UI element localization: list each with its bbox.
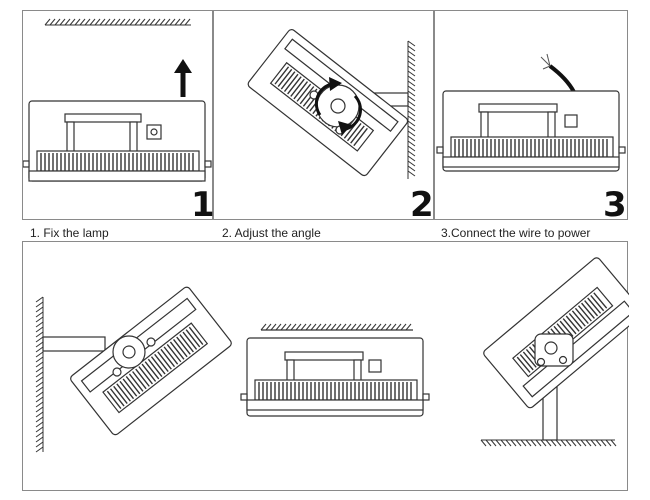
step-1-caption: 1. Fix the lamp (30, 226, 109, 240)
step-2-caption: 2. Adjust the angle (222, 226, 321, 240)
step-1-number: 1 (191, 185, 215, 225)
step-2-panel: 2 (213, 10, 434, 225)
step-2-illustration (247, 29, 416, 179)
step-3-panel: 3 (434, 10, 628, 225)
floodlight-lamp (23, 100, 212, 182)
rotate-arrow-icon (314, 82, 362, 131)
ceiling-mount-example (240, 323, 430, 417)
mounting-examples-illustration (35, 257, 629, 453)
wall-mount-example (35, 286, 232, 453)
floodlight-lamp (436, 90, 626, 172)
mounting-examples-panel (22, 241, 629, 491)
up-arrow-icon (174, 59, 192, 97)
step-2-number: 2 (410, 185, 434, 225)
step-1-illustration (23, 18, 212, 182)
step-3-caption: 3.Connect the wire to power (441, 226, 591, 240)
step-3-illustration (436, 53, 626, 172)
ceiling-hatch (44, 18, 191, 26)
step-1-panel: 1 (22, 10, 215, 225)
wall-hatch (407, 40, 416, 179)
step-3-number: 3 (603, 185, 627, 225)
ground-mount-example (480, 257, 629, 447)
